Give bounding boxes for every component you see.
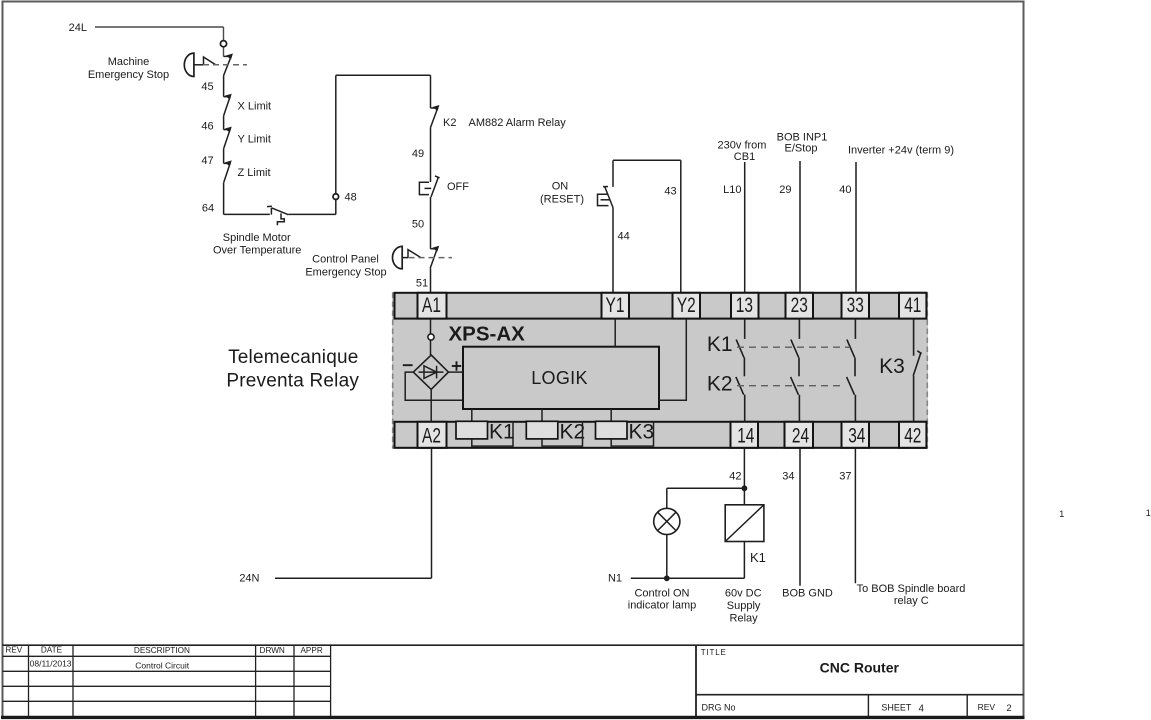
svg-text:49: 49 <box>412 148 424 160</box>
svg-text:K1: K1 <box>750 550 766 565</box>
svg-text:2: 2 <box>1006 703 1011 714</box>
svg-text:24: 24 <box>792 423 809 447</box>
svg-text:SHEET: SHEET <box>881 703 912 713</box>
svg-text:Control Panel: Control Panel <box>312 254 379 266</box>
svg-text:REV: REV <box>5 646 22 655</box>
svg-text:LOGIK: LOGIK <box>531 368 588 388</box>
svg-text:DRWN: DRWN <box>260 646 285 655</box>
svg-text:REV: REV <box>978 702 996 712</box>
svg-text:Y2: Y2 <box>677 293 696 317</box>
svg-text:Z Limit: Z Limit <box>238 167 271 179</box>
svg-text:A1: A1 <box>422 293 441 317</box>
svg-text:TITLE: TITLE <box>701 648 727 657</box>
svg-text:46: 46 <box>201 121 213 133</box>
svg-text:08/11/2013: 08/11/2013 <box>30 659 72 669</box>
svg-text:Control ON: Control ON <box>634 588 689 600</box>
svg-text:4: 4 <box>919 704 925 715</box>
svg-text:42: 42 <box>904 423 921 447</box>
svg-text:DRG No: DRG No <box>702 703 736 713</box>
svg-text:34: 34 <box>848 423 865 447</box>
svg-text:Supply: Supply <box>727 600 761 612</box>
svg-text:BOB INP1: BOB INP1 <box>777 131 828 143</box>
svg-text:L10: L10 <box>723 184 741 196</box>
svg-text:K2: K2 <box>707 373 733 396</box>
svg-text:37: 37 <box>839 471 851 483</box>
svg-text:43: 43 <box>664 186 676 198</box>
svg-text:DATE: DATE <box>41 645 63 654</box>
svg-text:42: 42 <box>729 471 741 483</box>
svg-text:AM882 Alarm Relay: AM882 Alarm Relay <box>469 117 567 129</box>
svg-text:Y1: Y1 <box>606 293 625 317</box>
svg-text:48: 48 <box>345 192 357 204</box>
svg-text:34: 34 <box>782 471 794 483</box>
svg-text:indicator lamp: indicator lamp <box>628 600 696 612</box>
svg-text:Over Temperature: Over Temperature <box>213 244 301 256</box>
svg-text:E/Stop: E/Stop <box>784 143 817 155</box>
svg-text:60v DC: 60v DC <box>725 588 762 600</box>
svg-text:51: 51 <box>416 278 428 290</box>
svg-text:1: 1 <box>1146 508 1151 518</box>
svg-text:To BOB Spindle board: To BOB Spindle board <box>857 583 966 595</box>
svg-text:DESCRIPTION: DESCRIPTION <box>134 646 190 655</box>
svg-text:Emergency Stop: Emergency Stop <box>305 266 386 278</box>
svg-text:ON: ON <box>552 181 569 193</box>
svg-text:(RESET): (RESET) <box>540 194 584 206</box>
svg-text:K3: K3 <box>629 421 655 444</box>
svg-text:230v from: 230v from <box>718 140 767 152</box>
svg-text:47: 47 <box>201 155 213 167</box>
svg-text:1: 1 <box>1059 509 1064 519</box>
svg-text:Spindle Motor: Spindle Motor <box>223 232 291 244</box>
svg-text:BOB GND: BOB GND <box>782 588 833 600</box>
svg-text:14: 14 <box>737 423 754 447</box>
svg-text:29: 29 <box>779 184 791 196</box>
svg-text:K3: K3 <box>879 355 905 378</box>
svg-text:Preventa Relay: Preventa Relay <box>226 370 359 391</box>
svg-text:41: 41 <box>904 293 921 317</box>
svg-text:40: 40 <box>839 184 851 196</box>
svg-text:OFF: OFF <box>447 181 469 193</box>
svg-text:13: 13 <box>736 293 753 317</box>
svg-text:Emergency Stop: Emergency Stop <box>88 69 169 81</box>
svg-text:Inverter +24v (term 9): Inverter +24v (term 9) <box>848 145 954 157</box>
svg-text:24L: 24L <box>69 22 87 34</box>
svg-text:23: 23 <box>791 293 808 317</box>
svg-text:K1: K1 <box>707 333 733 356</box>
svg-text:CB1: CB1 <box>734 151 755 163</box>
svg-text:Relay: Relay <box>730 613 759 625</box>
svg-text:24N: 24N <box>239 573 259 585</box>
svg-text:Y Limit: Y Limit <box>238 134 271 146</box>
svg-text:X Limit: X Limit <box>238 101 272 113</box>
svg-text:45: 45 <box>201 81 213 93</box>
svg-text:relay C: relay C <box>894 595 929 607</box>
svg-text:44: 44 <box>618 231 630 243</box>
svg-text:33: 33 <box>847 293 864 317</box>
svg-text:K2: K2 <box>560 421 586 444</box>
svg-text:50: 50 <box>412 219 424 231</box>
svg-text:XPS-AX: XPS-AX <box>449 323 526 346</box>
svg-text:N1: N1 <box>608 573 622 585</box>
svg-text:64: 64 <box>202 203 214 215</box>
svg-text:Telemecanique: Telemecanique <box>228 347 358 368</box>
svg-text:K1: K1 <box>489 421 515 444</box>
svg-text:Control Circuit: Control Circuit <box>135 660 189 670</box>
svg-text:CNC Router: CNC Router <box>820 660 900 676</box>
svg-text:A2: A2 <box>422 423 441 447</box>
svg-text:APPR: APPR <box>300 646 322 655</box>
svg-text:K2: K2 <box>443 117 456 129</box>
svg-text:Machine: Machine <box>108 56 150 68</box>
